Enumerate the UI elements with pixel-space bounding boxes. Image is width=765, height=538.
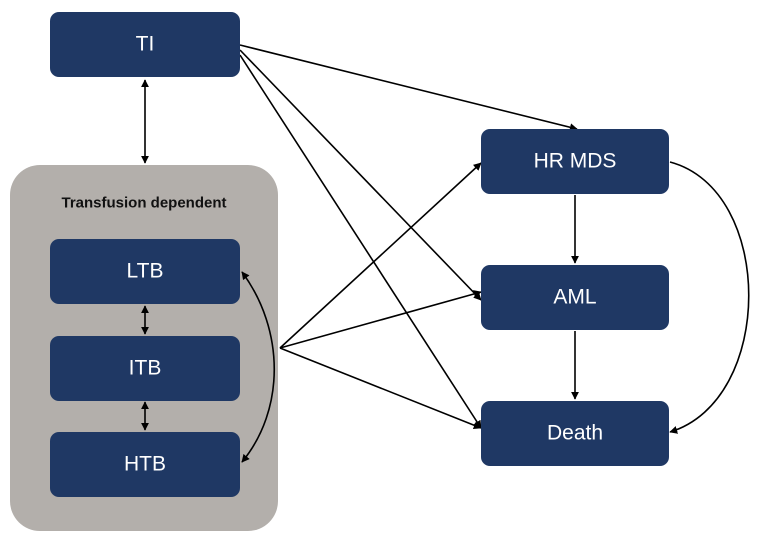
group-title: Transfusion dependent: [61, 195, 226, 212]
node-ltb-box: [50, 239, 240, 304]
node-ltb-label: LTB: [127, 260, 164, 283]
node-htb-label: HTB: [124, 453, 166, 476]
node-ti-label: TI: [136, 33, 155, 56]
node-ltb: LTB: [50, 239, 240, 304]
edge-ti-death: [239, 54, 482, 429]
node-hr-mds-label: HR MDS: [534, 150, 617, 173]
edge-td-hr-mds: [279, 162, 482, 349]
node-ti: TI: [50, 12, 240, 77]
node-itb: ITB: [50, 336, 240, 401]
edges: [141, 44, 750, 463]
node-death-box: [481, 401, 669, 466]
node-death: Death: [481, 401, 669, 466]
node-aml-box: [481, 265, 669, 330]
node-aml: AML: [481, 265, 669, 330]
node-hr-mds-box: [481, 129, 669, 194]
edge-td-aml: [279, 290, 482, 349]
edge-hr-mds-death: [669, 161, 750, 434]
node-hr-mds: HR MDS: [481, 129, 669, 194]
edge-ti-hr-mds: [239, 44, 578, 132]
node-ti-box: [50, 12, 240, 77]
node-itb-box: [50, 336, 240, 401]
edge-ti-aml: [239, 49, 482, 301]
node-itb-label: ITB: [129, 357, 162, 380]
node-htb: HTB: [50, 432, 240, 497]
node-aml-label: AML: [553, 286, 596, 309]
node-htb-box: [50, 432, 240, 497]
node-death-label: Death: [547, 422, 603, 445]
edge-td-death: [279, 347, 482, 430]
edge-ltb-htb: [241, 271, 275, 463]
